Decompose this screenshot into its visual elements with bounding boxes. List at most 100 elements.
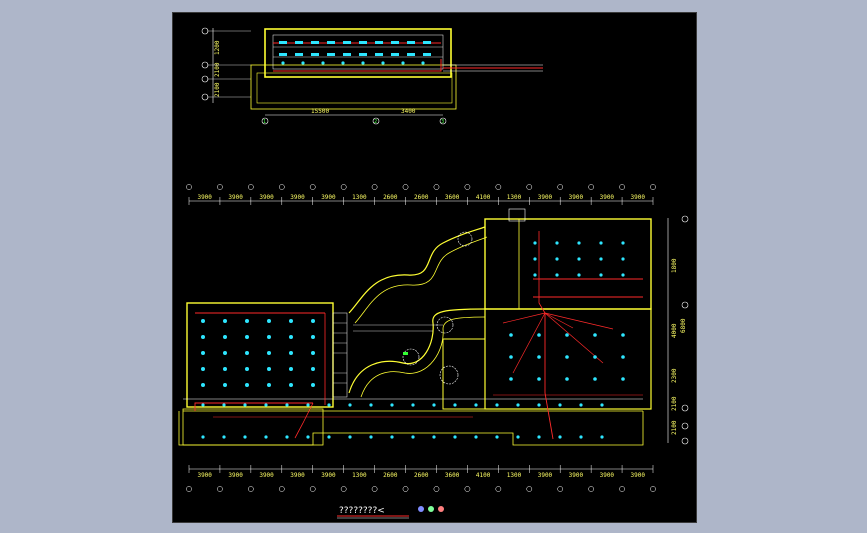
light-fixture [577,241,581,245]
light-fixture [201,435,205,439]
top-dim-label: 3900 [538,194,553,201]
light-fixture [201,335,205,339]
bottom-dim-label: 1300 [352,472,367,479]
top-dim-left-0: 1200 [214,40,221,55]
light-fixture [599,273,603,277]
bottom-dim-label: 3900 [321,472,336,479]
light-fixture [245,319,249,323]
light-fixtures [201,241,625,439]
top-axis-bubble [217,184,223,190]
right-dim-1: 4000 [671,323,678,338]
top-axis-2: 2 [374,119,377,125]
light-fixture [311,367,315,371]
light-fixture [201,351,205,355]
bottom-axis-bubble [340,486,347,492]
light-fixture [533,273,537,277]
light-fixture [311,335,315,339]
bottom-axis-bubble [650,486,656,492]
top-dim-label: 2600 [414,194,429,201]
light-fixture [264,435,268,439]
bottom-axis-bubble [495,486,502,492]
light-fixture [390,435,394,439]
top-dim-label: 2600 [383,194,398,201]
bottom-axis-bubble [619,486,625,492]
light-fixture [579,435,583,439]
light-fixture [223,367,227,371]
bottom-dim-label: 3900 [197,472,212,479]
light-fixture [245,351,249,355]
light-fixture [411,403,415,407]
light-fixture [453,435,457,439]
light-fixture [621,333,625,337]
top-axis-bubble [526,184,533,190]
top-axis-3: 3 [441,119,444,125]
light-fixture [579,403,583,407]
light-fixture [516,403,520,407]
top-axis-bubble [402,184,409,190]
light-fixture [495,403,499,407]
light-fixture [267,351,271,355]
light-fixture [432,403,436,407]
top-dim-label: 3900 [569,194,584,201]
light-fixture [577,273,581,277]
bottom-axis-bubble [402,486,409,492]
top-axis-bubble [650,184,656,190]
top-axis-bubble [309,184,316,190]
light-fixture [285,435,289,439]
top-dim-label: 3600 [445,194,460,201]
light-fixture [245,383,249,387]
light-fixture [509,355,513,359]
top-plan: 1200 2100 2100 [201,27,543,125]
top-plan-fixtures [279,41,431,65]
wiring [194,231,643,440]
light-fixture [593,377,597,381]
light-fixture [411,435,415,439]
light-fixture [555,257,559,261]
tree-icons [402,231,473,385]
top-dim-label: 1300 [352,194,367,201]
light-fixture [223,383,227,387]
top-axis-bubble [588,184,594,190]
light-fixture [201,367,205,371]
top-axis-bubble [464,184,471,190]
light-fixture [245,367,249,371]
bottom-axis-bubble [217,486,223,492]
light-fixture [558,403,562,407]
right-dim-0: 1800 [671,258,678,273]
floor-plan-drawing: 1200 2100 2100 [178,27,689,519]
light-fixture [555,241,559,245]
bottom-axis-bubble [464,486,471,492]
bottom-dim-label: 3900 [569,472,584,479]
bottom-axis-bubble [278,486,285,492]
light-fixture [621,257,625,261]
light-fixture [369,403,373,407]
light-fixture [285,403,289,407]
light-fixture [509,333,513,337]
top-axis-bubble [371,184,378,190]
bottom-dim-label: 3900 [259,472,274,479]
bottom-dim-label: 3900 [631,472,646,479]
light-fixture [306,435,310,439]
right-dim-total: 6800 [680,318,687,333]
light-fixture [453,403,457,407]
top-dim-label: 3900 [290,194,305,201]
light-fixture [537,333,541,337]
top-dim-left-1: 2100 [214,62,221,77]
top-axis-bubble [278,184,285,190]
light-fixture [289,351,293,355]
light-fixture [537,377,541,381]
light-fixture [600,403,604,407]
bottom-dim-label: 2600 [414,472,429,479]
light-fixture [327,435,331,439]
light-fixture [599,257,603,261]
light-fixture [264,403,268,407]
top-axis-bubble [557,184,564,190]
light-fixture [432,435,436,439]
light-fixture [516,435,520,439]
light-fixture [533,241,537,245]
drawing-canvas[interactable]: 1200 2100 2100 [172,12,697,523]
light-fixture [222,403,226,407]
light-fixture [348,435,352,439]
light-fixture [533,257,537,261]
light-fixture [593,355,597,359]
